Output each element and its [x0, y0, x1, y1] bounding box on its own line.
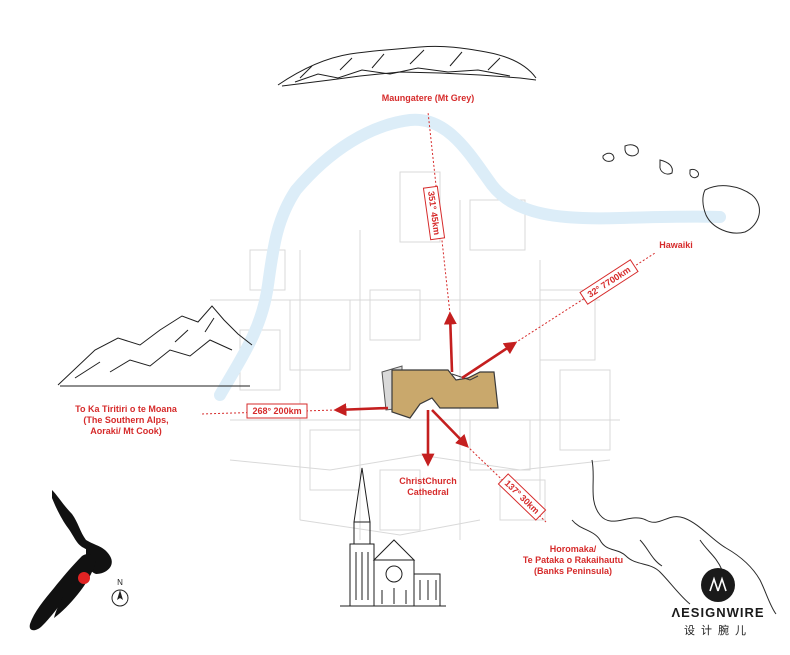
svg-text:32° 7700km: 32° 7700km: [586, 264, 633, 299]
southern-alps-sketch: [57, 305, 253, 387]
distance-label-alps: 268° 200km: [246, 403, 308, 419]
aw-logo-icon: [701, 568, 735, 602]
distance-label-hawaiki: 32° 7700km: [579, 259, 639, 305]
north-arrow-icon: [111, 589, 129, 607]
north-label: N: [117, 578, 123, 587]
direction-arrows: [333, 311, 518, 467]
brand-name: ΛESIGNWIRE: [671, 605, 765, 620]
distance-label-banks: 137° 30km: [497, 473, 547, 521]
hawaii-islands: [602, 144, 760, 234]
site-building: [381, 365, 499, 419]
mt-grey-sketch: [277, 45, 537, 87]
cathedral-sketch: [340, 467, 446, 607]
svg-text:268° 200km: 268° 200km: [252, 406, 301, 416]
river: [214, 113, 726, 401]
label-hawaiki: Hawaiki: [659, 240, 693, 250]
label-horomaka: Horomaka/ Te Pataka o Rakaihautu (Banks …: [522, 544, 624, 576]
label-maungatere: Maungatere (Mt Grey): [381, 93, 475, 103]
street-grid: [210, 171, 620, 540]
new-zealand-map: [29, 490, 112, 631]
brand-block: ΛESIGNWIRE 设计腕儿: [660, 568, 776, 638]
distance-label-mtgrey: 351° 45km: [422, 185, 446, 241]
banks-peninsula-outline: [571, 459, 777, 615]
christchurch-location-marker: [78, 572, 90, 584]
svg-text:137° 30km: 137° 30km: [503, 478, 542, 516]
brand-subtitle: 设计腕儿: [684, 625, 752, 637]
label-southern-alps: To Ka Tiritiri o te Moana (The Southern …: [75, 404, 177, 436]
label-cathedral: ChristChurch Cathedral: [399, 476, 457, 497]
